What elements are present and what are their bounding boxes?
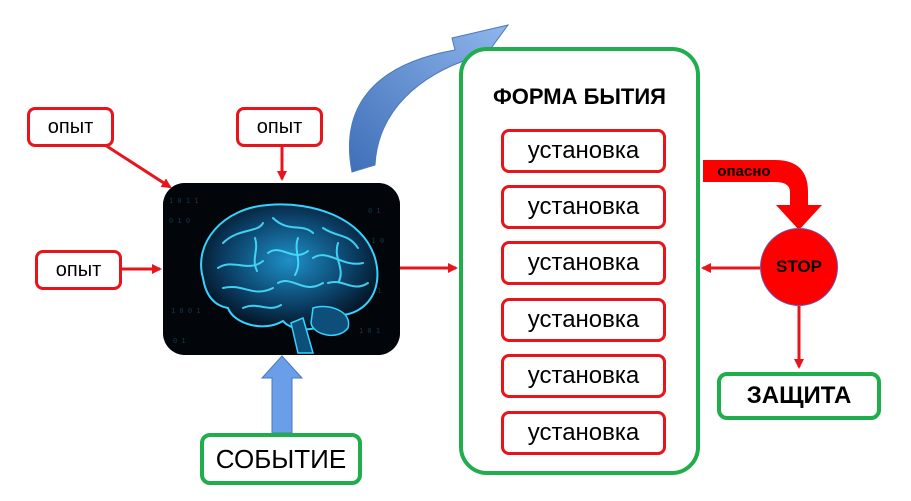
opyt-label: опыт	[55, 258, 102, 281]
opyt-label: опыт	[256, 115, 303, 138]
ustanovka-label: установка	[527, 193, 640, 220]
brain-image: 1 0 1 10 1 0 1 0 0 10 1 1 1 00 1 1 0 10 …	[163, 183, 400, 355]
stop-circle: STOP	[760, 228, 838, 306]
zashchita-label: ЗАЩИТА	[746, 382, 852, 409]
forma-bytiya-title: ФОРМА БЫТИЯ	[492, 84, 666, 109]
ustanovka-label: установка	[527, 306, 640, 333]
sobytie-box: СОБЫТИЕ	[200, 433, 362, 485]
ustanovka-box: установка	[501, 298, 666, 342]
zashchita-box: ЗАЩИТА	[717, 372, 881, 420]
opyt-label: опыт	[47, 115, 94, 138]
svg-text:0 1 0: 0 1 0	[169, 217, 190, 225]
ustanovka-box: установка	[501, 354, 666, 398]
svg-text:1 0 0 1: 1 0 0 1	[171, 307, 201, 315]
ustanovka-box: установка	[501, 241, 666, 285]
forma-bytiya-container: ФОРМА БЫТИЯ установка установка установк…	[459, 47, 700, 475]
svg-text:1 0 1: 1 0 1	[359, 327, 380, 335]
blue-up-arrow	[260, 355, 304, 434]
opyt-box-top: опыт	[236, 107, 323, 147]
opasno-arrow	[703, 160, 822, 230]
svg-text:1 0 1 1: 1 0 1 1	[169, 197, 199, 205]
ustanovka-box: установка	[501, 129, 666, 173]
opasno-label: опасно	[717, 162, 771, 180]
svg-text:1 1 0: 1 1 0	[363, 237, 384, 245]
svg-text:0 1: 0 1	[173, 337, 186, 345]
ustanovka-label: установка	[527, 362, 640, 389]
stop-label: STOP	[776, 257, 822, 276]
ustanovka-box: установка	[501, 411, 666, 455]
opyt-box-left: опыт	[35, 250, 122, 290]
opyt-box-top-left: опыт	[27, 107, 114, 147]
arrow-opyt-top-left-to-brain	[104, 143, 172, 189]
curved-blue-arrow	[348, 24, 510, 173]
ustanovka-label: установка	[527, 137, 640, 164]
ustanovka-box: установка	[501, 185, 666, 229]
ustanovka-label: установка	[527, 249, 640, 276]
svg-text:0 1: 0 1	[368, 207, 381, 215]
sobytie-label: СОБЫТИЕ	[215, 443, 347, 474]
ustanovka-label: установка	[527, 419, 640, 446]
